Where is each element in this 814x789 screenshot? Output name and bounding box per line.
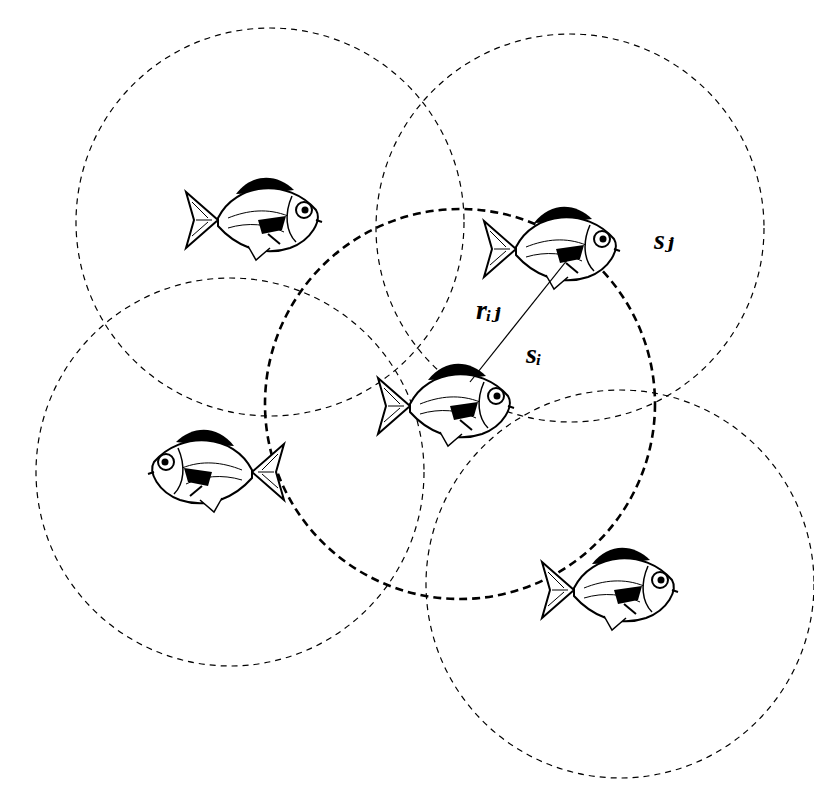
fish xyxy=(186,178,322,260)
range-circle xyxy=(426,390,814,778)
distance-label: rᵢⱼ xyxy=(474,296,502,324)
agent-label: sⱼ xyxy=(652,226,676,254)
fish xyxy=(484,207,620,289)
agent-label: sᵢ xyxy=(524,340,544,368)
range-circle xyxy=(36,278,424,666)
distance-line xyxy=(470,254,572,382)
fish xyxy=(542,548,678,630)
fish xyxy=(378,364,514,446)
range-circle xyxy=(376,34,764,422)
fish xyxy=(148,430,284,512)
range-circle xyxy=(76,28,464,416)
